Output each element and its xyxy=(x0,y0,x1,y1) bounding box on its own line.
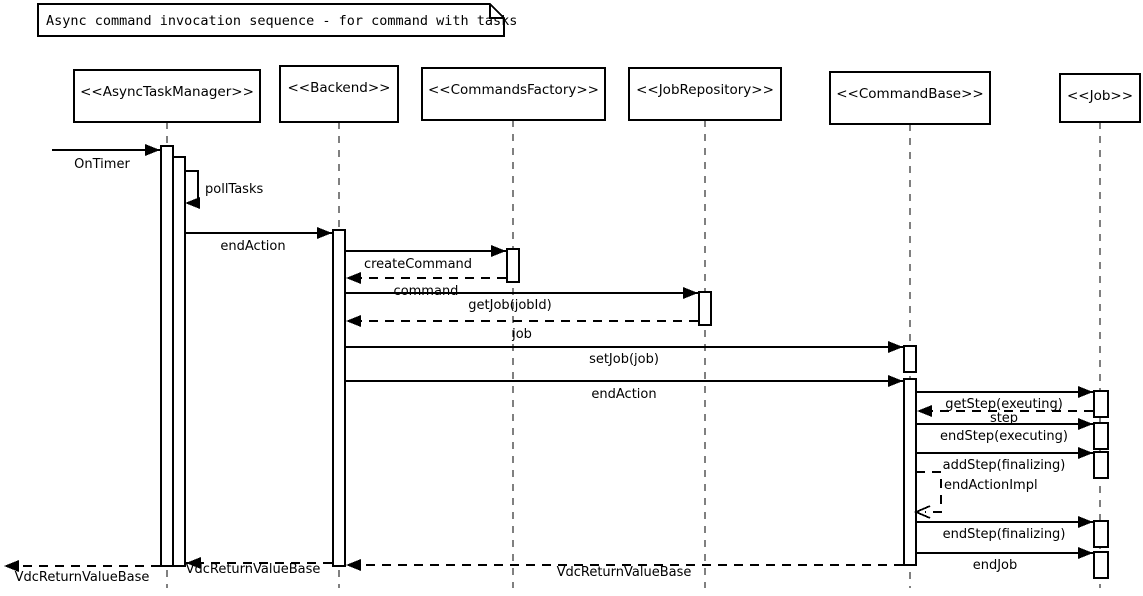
participant-box xyxy=(421,67,606,121)
activation-bar-job xyxy=(1093,520,1109,548)
message-arrowhead xyxy=(917,405,932,417)
message-m15[interactable]: endStep(finalizing) xyxy=(916,516,1093,542)
message-m16[interactable]: endJob xyxy=(916,547,1093,573)
message-arrowhead xyxy=(185,197,200,209)
message-arrowhead xyxy=(888,375,903,387)
participant-jr[interactable]: <<JobRepository>> xyxy=(628,67,782,121)
message-arrowhead xyxy=(1078,447,1093,459)
message-m13[interactable]: addStep(finalizing) xyxy=(916,447,1093,473)
message-arrowhead xyxy=(346,559,361,571)
participant-label: <<AsyncTaskManager>> xyxy=(80,84,254,100)
activation-bar-jr xyxy=(698,291,712,326)
title-note-text: Async command invocation sequence - for … xyxy=(46,13,517,29)
participant-cf[interactable]: <<CommandsFactory>> xyxy=(421,67,606,121)
message-label: job xyxy=(511,327,532,342)
message-arrowhead xyxy=(1078,418,1093,430)
message-arrowhead xyxy=(346,315,361,327)
message-m7[interactable]: job xyxy=(346,315,698,342)
message-m5[interactable]: command xyxy=(346,272,506,299)
message-m6[interactable]: getJob(jobId) xyxy=(345,287,698,313)
participant-label: <<JobRepository>> xyxy=(636,82,774,98)
activation-bar-atm xyxy=(160,145,174,567)
message-label: VdcReturnValueBase xyxy=(557,565,692,580)
message-label: OnTimer xyxy=(74,157,130,172)
message-self-path xyxy=(916,471,942,513)
activation-bar-atm xyxy=(172,156,186,567)
participant-label: <<Backend>> xyxy=(288,80,391,96)
participant-box xyxy=(73,69,261,123)
participants-layer: <<AsyncTaskManager>> <<Backend>> <<Command… xyxy=(73,65,1141,125)
message-self-path xyxy=(185,170,199,204)
message-label: endJob xyxy=(973,558,1018,573)
activation-bar-cb xyxy=(903,378,917,566)
participant-label: <<CommandsFactory>> xyxy=(428,82,599,98)
participant-box xyxy=(628,67,782,121)
activation-bar-cb xyxy=(903,345,917,373)
message-arrowhead xyxy=(317,227,332,239)
participant-atm[interactable]: <<AsyncTaskManager>> xyxy=(73,69,261,123)
message-label: endAction xyxy=(220,239,285,254)
message-label: addStep(finalizing) xyxy=(943,458,1066,473)
message-label: setJob(job) xyxy=(589,352,659,367)
message-arrowhead xyxy=(888,341,903,353)
message-arrowhead xyxy=(4,560,19,572)
message-label: VdcReturnValueBase xyxy=(15,570,150,585)
message-m4[interactable]: createCommand xyxy=(345,245,506,272)
participant-cb[interactable]: <<CommandBase>> xyxy=(829,71,991,125)
activation-bar-cf xyxy=(506,248,520,283)
participant-box xyxy=(1059,73,1141,123)
message-arrowhead xyxy=(683,287,698,299)
message-label: step xyxy=(990,411,1018,426)
title-note-shape xyxy=(37,3,505,37)
message-label: pollTasks xyxy=(205,182,263,197)
message-arrowhead xyxy=(186,557,201,569)
message-label: getStep(exeuting) xyxy=(945,397,1063,412)
message-arrowhead xyxy=(1078,547,1093,559)
message-arrowhead xyxy=(1078,386,1093,398)
message-arrowhead xyxy=(1078,516,1093,528)
message-label: endStep(executing) xyxy=(940,429,1068,444)
message-label: createCommand xyxy=(364,257,472,272)
message-arrowhead xyxy=(145,144,160,156)
activation-bar-job xyxy=(1093,451,1109,479)
message-m18[interactable]: VdcReturnValueBase xyxy=(186,557,332,577)
message-arrowhead xyxy=(346,272,361,284)
activation-bar-be xyxy=(332,229,346,567)
participant-label: <<CommandBase>> xyxy=(836,86,984,102)
message-m11[interactable]: step xyxy=(917,405,1093,426)
participant-label: <<Job>> xyxy=(1067,88,1133,104)
participant-box xyxy=(829,71,991,125)
activation-bar-job xyxy=(1093,422,1109,450)
title-note-layer: Async command invocation sequence - for … xyxy=(37,3,517,37)
message-arrowhead xyxy=(913,505,931,519)
message-arrowhead xyxy=(491,245,506,257)
message-m19[interactable]: VdcReturnValueBase xyxy=(4,560,160,585)
title-note-fold xyxy=(489,4,504,19)
message-m17[interactable]: VdcReturnValueBase xyxy=(346,559,903,580)
message-m8[interactable]: setJob(job) xyxy=(345,341,903,367)
message-m12[interactable]: endStep(executing) xyxy=(916,418,1093,444)
participant-job[interactable]: <<Job>> xyxy=(1059,73,1141,123)
message-m9[interactable]: endAction xyxy=(345,375,903,402)
participant-box xyxy=(279,65,399,123)
message-m14[interactable]: endActionImpl xyxy=(913,471,1038,519)
message-label: endAction xyxy=(591,387,656,402)
message-label: getJob(jobId) xyxy=(468,298,551,313)
activations-layer xyxy=(160,145,1109,579)
message-label: command xyxy=(394,284,459,299)
participant-be[interactable]: <<Backend>> xyxy=(279,65,399,123)
activation-bar-job xyxy=(1093,390,1109,418)
messages-layer: OnTimer pollTasks endAction createCommand co… xyxy=(4,144,1093,585)
message-label: endActionImpl xyxy=(944,478,1038,493)
message-m2[interactable]: pollTasks xyxy=(185,170,263,209)
message-label: endStep(finalizing) xyxy=(943,527,1066,542)
message-m3[interactable]: endAction xyxy=(185,227,332,254)
message-label: VdcReturnValueBase xyxy=(186,562,321,577)
message-m1[interactable]: OnTimer xyxy=(52,144,160,172)
activation-bar-job xyxy=(1093,551,1109,579)
message-m10[interactable]: getStep(exeuting) xyxy=(916,386,1093,412)
